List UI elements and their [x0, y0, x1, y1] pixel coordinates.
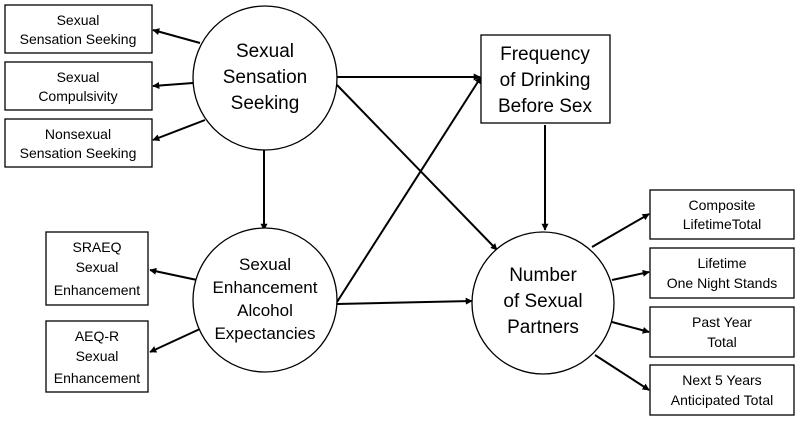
indicator-aeqr-line1: AEQ-R — [75, 328, 119, 344]
indicator-composite-lifetime-total: Composite LifetimeTotal — [649, 189, 795, 240]
indicator-nonsexual-ss-line1: Nonsexual — [45, 126, 111, 142]
indicator-sexual-sensation-seeking: Sexual Sensation Seeking — [4, 4, 153, 54]
latent-sexual-sensation-seeking: Sexual Sensation Seeking — [192, 5, 338, 151]
indicator-composite-line2: LifetimeTotal — [683, 216, 762, 232]
latent-seae-line4: Expectancies — [214, 324, 315, 343]
edge-nsp-to-one-night — [611, 269, 650, 281]
edges — [149, 28, 650, 391]
latent-seae-line2: Enhancement — [213, 278, 318, 297]
edge-sss-to-compulsivity — [152, 82, 194, 90]
indicator-compulsivity-line2: Compulsivity — [38, 88, 117, 104]
observed-freq-line3: Before Sex — [498, 96, 592, 117]
edge-seae-to-freq — [336, 76, 482, 303]
indicator-composite-line1: Composite — [689, 197, 756, 213]
latent-seae-line3: Alcohol — [237, 301, 293, 320]
indicator-aeqr-line2: Sexual — [76, 348, 119, 364]
indicator-sexual-compulsivity: Sexual Compulsivity — [4, 61, 153, 111]
indicator-one-night-line1: Lifetime — [697, 255, 746, 271]
indicator-nonsexual-sensation-seeking: Nonsexual Sensation Seeking — [4, 118, 153, 168]
observed-freq-line2: of Drinking — [500, 70, 591, 91]
latent-nsp-line3: Partners — [507, 317, 579, 338]
indicator-next-5-years-anticipated-total: Next 5 Years Anticipated Total — [649, 364, 795, 416]
indicator-past-year-line2: Total — [707, 334, 737, 350]
indicator-aeqr: AEQ-R Sexual Enhancement — [45, 320, 149, 393]
indicator-next5-line2: Anticipated Total — [671, 392, 773, 408]
indicator-aeqr-line3: Enhancement — [54, 370, 141, 386]
edge-nsp-to-past-year — [611, 321, 650, 334]
latent-sss-line1: Sexual — [236, 41, 294, 62]
indicator-sexual-ss-line2: Sensation Seeking — [20, 31, 137, 47]
indicator-past-year-line1: Past Year — [692, 314, 752, 330]
indicator-next5-line1: Next 5 Years — [682, 372, 761, 388]
edge-seae-to-sraeq — [149, 267, 198, 281]
edge-seae-to-aeqr — [149, 327, 203, 353]
indicator-lifetime-one-night-stands: Lifetime One Night Stands — [649, 247, 795, 299]
indicator-one-night-line2: One Night Stands — [667, 275, 778, 291]
indicator-past-year-total: Past Year Total — [649, 306, 795, 358]
observed-frequency-of-drinking: Frequency of Drinking Before Sex — [480, 34, 611, 124]
observed-freq-line1: Frequency — [500, 44, 590, 65]
indicator-compulsivity-line1: Sexual — [57, 69, 100, 85]
indicator-sexual-ss-line1: Sexual — [57, 12, 100, 28]
latent-sss-line2: Sensation — [223, 67, 308, 88]
edge-sss-to-sexual-ss — [152, 28, 201, 44]
indicator-sraeq-line1: SRAEQ — [72, 239, 121, 255]
latent-nsp-line2: of Sexual — [503, 291, 582, 312]
indicator-nonsexual-ss-line2: Sensation Seeking — [20, 145, 137, 161]
latent-number-of-sexual-partners: Number of Sexual Partners — [471, 231, 615, 375]
latent-sss-line3: Seeking — [231, 93, 300, 114]
indicator-sraeq-line3: Enhancement — [54, 282, 141, 298]
edge-nsp-to-composite — [591, 213, 650, 248]
latent-nsp-line1: Number — [509, 265, 577, 286]
latent-seae-line1: Sexual — [239, 255, 291, 274]
edge-sss-to-nsp — [336, 84, 498, 251]
latent-sexual-enhancement-alcohol-expectancies: Sexual Enhancement Alcohol Expectancies — [192, 227, 338, 373]
indicator-sraeq: SRAEQ Sexual Enhancement — [45, 231, 149, 306]
edge-sss-to-nonsexual-ss — [152, 119, 206, 142]
edge-nsp-to-next5 — [594, 354, 650, 391]
edge-seae-to-nsp — [336, 297, 473, 305]
indicator-sraeq-line2: Sexual — [76, 259, 119, 275]
